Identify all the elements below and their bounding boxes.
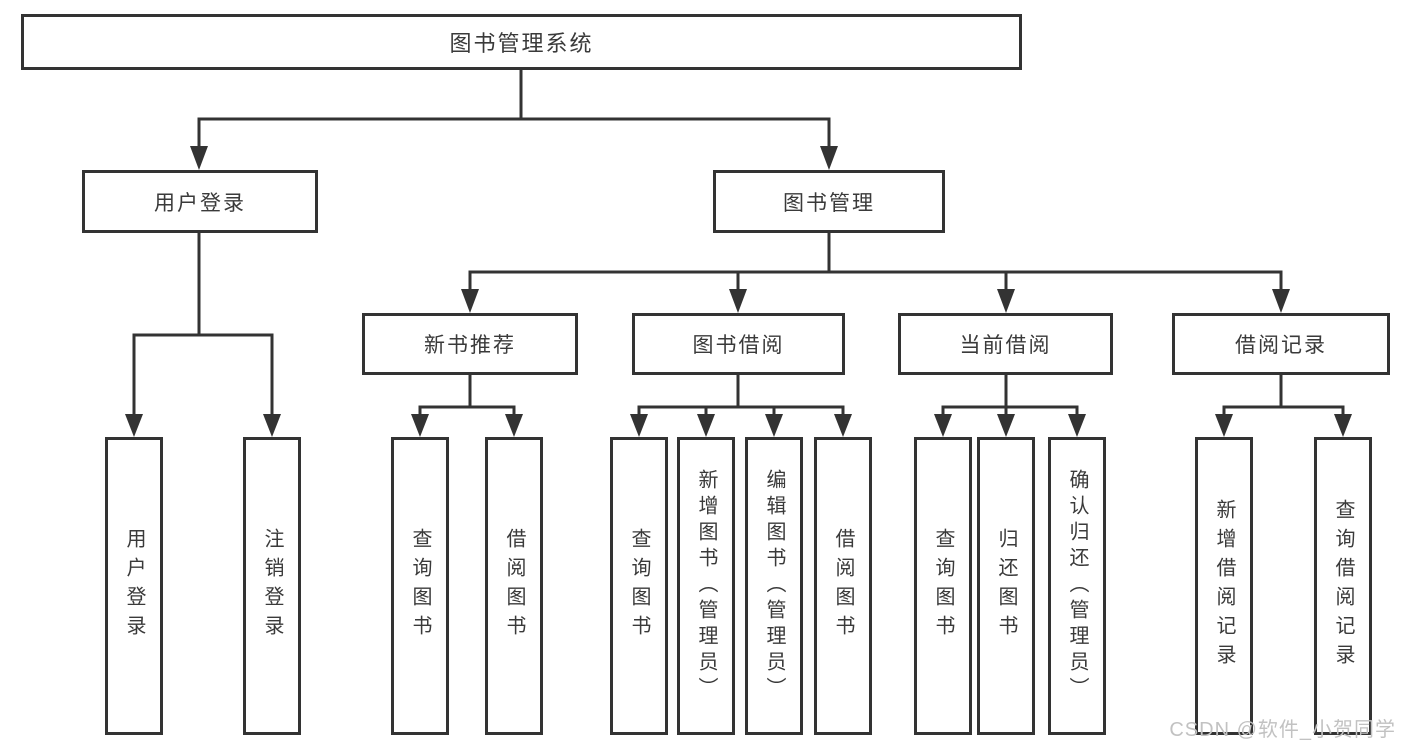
leaf-current-return-book: 归还图书 bbox=[977, 437, 1035, 735]
leaf-records-query-record: 查询借阅记录 bbox=[1314, 437, 1372, 735]
node-borrow-records: 借阅记录 bbox=[1172, 313, 1390, 375]
leaf-recommend-borrow-book-label: 借阅图书 bbox=[503, 528, 525, 644]
node-new-book-recommend-label: 新书推荐 bbox=[424, 334, 516, 357]
arrowheads bbox=[125, 146, 1352, 437]
node-current-borrow-label: 当前借阅 bbox=[959, 334, 1052, 357]
node-current-borrow: 当前借阅 bbox=[898, 313, 1113, 375]
node-root-label: 图书管理系统 bbox=[449, 31, 594, 56]
leaf-current-query-book-label: 查询图书 bbox=[932, 528, 954, 644]
node-book-management: 图书管理 bbox=[713, 170, 945, 233]
node-new-book-recommend: 新书推荐 bbox=[362, 313, 578, 375]
leaf-current-return-book-label: 归还图书 bbox=[995, 528, 1017, 644]
leaf-records-add-record: 新增借阅记录 bbox=[1195, 437, 1253, 735]
leaf-recommend-borrow-book: 借阅图书 bbox=[485, 437, 543, 735]
node-book-borrow-label: 图书借阅 bbox=[692, 334, 785, 357]
leaf-borrow-add-book-admin: 新增图书（管理员） bbox=[677, 437, 735, 735]
leaf-borrow-query-book-label: 查询图书 bbox=[628, 528, 650, 644]
leaf-borrow-borrow-book-label: 借阅图书 bbox=[832, 528, 854, 644]
leaf-current-query-book: 查询图书 bbox=[914, 437, 972, 735]
leaf-current-confirm-return-admin: 确认归还（管理员） bbox=[1048, 437, 1106, 735]
leaf-borrow-add-book-admin-label: 新增图书（管理员） bbox=[695, 469, 717, 703]
leaf-records-query-record-label: 查询借阅记录 bbox=[1332, 499, 1354, 673]
leaf-user-login: 用户登录 bbox=[105, 437, 163, 735]
node-user-login: 用户登录 bbox=[82, 170, 318, 233]
node-book-borrow: 图书借阅 bbox=[632, 313, 845, 375]
leaf-logout: 注销登录 bbox=[243, 437, 301, 735]
node-root: 图书管理系统 bbox=[21, 14, 1022, 70]
leaf-user-login-label: 用户登录 bbox=[123, 528, 145, 644]
node-user-login-label: 用户登录 bbox=[154, 191, 246, 215]
leaf-logout-label: 注销登录 bbox=[261, 528, 283, 644]
watermark: CSDN @软件_小贺同学 bbox=[1169, 719, 1396, 741]
leaf-borrow-query-book: 查询图书 bbox=[610, 437, 668, 735]
leaf-recommend-query-book-label: 查询图书 bbox=[409, 528, 431, 644]
leaf-current-confirm-return-admin-label: 确认归还（管理员） bbox=[1066, 469, 1088, 703]
leaf-borrow-borrow-book: 借阅图书 bbox=[814, 437, 872, 735]
node-borrow-records-label: 借阅记录 bbox=[1235, 334, 1327, 357]
leaf-borrow-edit-book-admin-label: 编辑图书（管理员） bbox=[763, 469, 785, 703]
leaf-recommend-query-book: 查询图书 bbox=[391, 437, 449, 735]
leaf-records-add-record-label: 新增借阅记录 bbox=[1213, 499, 1235, 673]
node-book-management-label: 图书管理 bbox=[783, 191, 875, 215]
leaf-borrow-edit-book-admin: 编辑图书（管理员） bbox=[745, 437, 803, 735]
